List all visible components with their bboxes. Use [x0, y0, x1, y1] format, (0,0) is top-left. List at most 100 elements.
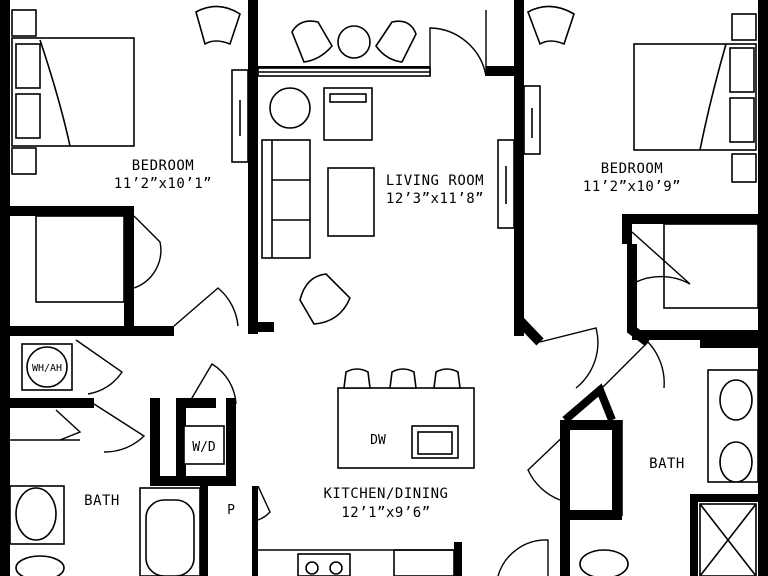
nightstand-right-1 [731, 13, 757, 41]
pillow-left-1 [15, 43, 41, 89]
wall-pantry-right [252, 486, 258, 576]
kitchen-dims: 12’1”x9’6” [341, 505, 430, 521]
nightstand-left-1 [11, 9, 37, 37]
dishwasher-label: DW [370, 433, 386, 448]
door-left-bath[interactable] [93, 403, 146, 453]
door-right-bath[interactable] [599, 340, 665, 391]
coffee-table-living [327, 167, 375, 237]
door-right-bedroom[interactable] [539, 327, 599, 389]
wall-left-bath-bottom [150, 476, 208, 486]
wall-right-linen-right [612, 420, 622, 516]
bar-stool-1 [343, 368, 371, 389]
living-room-dims: 12’3”x11’8” [386, 191, 484, 207]
vanity-left-bath [9, 485, 65, 545]
door-linen[interactable] [527, 429, 571, 501]
wall-right-closet-bottom [632, 330, 758, 340]
pantry-label: P [227, 503, 235, 518]
door-left-closet[interactable] [133, 215, 162, 289]
round-table-living [269, 87, 311, 129]
wall-laundry-right [226, 398, 236, 484]
bedroom-left-dims: 11’2”x10’1” [114, 176, 212, 192]
kitchen-counter-sink [393, 549, 455, 576]
water-heater-label: WH/AH [32, 363, 62, 374]
toilet-right [579, 549, 629, 576]
chair-left-bedroom [195, 5, 241, 46]
left-closet-shelf [35, 215, 125, 303]
wall-right-exterior [758, 0, 768, 576]
bedroom-right-label: BEDROOM [601, 161, 664, 177]
door-left-bedroom[interactable] [173, 287, 239, 327]
bathtub-basin-left [145, 499, 195, 576]
chair-right-bedroom [527, 5, 575, 46]
windows [231, 67, 541, 229]
wall-laundry-top [176, 398, 216, 408]
wall-right-linen-bottom [570, 510, 622, 520]
wall-left-closet-right [124, 206, 134, 328]
wall-left-bath-top [10, 398, 94, 408]
furniture [9, 5, 759, 576]
bath-right-label: BATH [649, 456, 685, 472]
door-front[interactable] [429, 27, 487, 77]
pillow-right-1 [729, 47, 755, 93]
wall-left-closet-top [10, 206, 132, 216]
stove-burner-2 [329, 561, 343, 575]
side-table-living [337, 25, 371, 59]
wall-right-linen-top [570, 420, 622, 430]
washer-dryer-box [183, 425, 225, 465]
door-right-closet[interactable] [631, 231, 691, 285]
door-water-heater[interactable] [75, 339, 123, 395]
wall-bedroom-living-end [248, 322, 274, 332]
washer-dryer-label: W/D [192, 440, 216, 455]
bath-left-label: BATH [84, 493, 120, 509]
sink-left-bath [15, 487, 57, 541]
wall-right-bath-left [560, 420, 570, 576]
door-laundry[interactable] [185, 363, 237, 409]
sink-right-bath-2 [719, 441, 753, 483]
chair-living-3 [299, 273, 351, 325]
nightstand-left-2 [11, 147, 37, 175]
wall-living-bedroom [514, 0, 524, 336]
bar-stool-3 [433, 368, 461, 389]
wall-living-top-right [486, 66, 514, 76]
pillow-left-2 [15, 93, 41, 139]
kitchen-label: KITCHEN/DINING [323, 486, 448, 502]
wall-angle-right-closet [627, 244, 651, 346]
wall-right-shower-left [690, 494, 698, 576]
living-room-label: LIVING ROOM [386, 173, 484, 189]
door-pantry[interactable] [257, 485, 271, 521]
wall-left-bath-divider [150, 398, 160, 482]
kitchen-sink-basin [417, 431, 453, 455]
sofa-living [261, 139, 311, 259]
bar-stools [343, 368, 461, 389]
wall-laundry-bottom [208, 476, 236, 486]
nightstand-right-2 [731, 153, 757, 183]
wall-left-closet-bottom [10, 326, 174, 336]
wall-pantry-left [200, 486, 208, 576]
chair-living-1 [291, 20, 333, 63]
wall-angle-linen [562, 383, 616, 424]
door-kitchen-lower[interactable] [497, 539, 549, 576]
doors[interactable] [10, 10, 691, 576]
wall-laundry-left [176, 398, 186, 478]
armchair-back [329, 93, 367, 103]
bed-left-sheet [39, 39, 71, 147]
wall-angle-living [515, 316, 544, 346]
labels: BEDROOM 11’2”x10’1” LIVING ROOM 12’3”x11… [32, 158, 685, 521]
bedroom-right-dims: 11’2”x10’9” [583, 179, 681, 195]
chair-living-2 [375, 20, 417, 63]
bed-right-sheet [699, 43, 727, 151]
wall-right-shower-top [690, 494, 758, 502]
stove-burner-1 [305, 561, 319, 575]
right-closet-shelf [663, 223, 759, 309]
toilet-left [15, 555, 65, 576]
door-left-bath-closet[interactable] [55, 409, 82, 441]
wall-right-closet-top [622, 214, 758, 224]
sink-right-bath-1 [719, 379, 753, 421]
wall-left-exterior [0, 0, 10, 576]
wall-kitchen-bottom [454, 542, 462, 576]
bar-stool-2 [389, 368, 417, 389]
wall-bedroom-living [248, 0, 258, 334]
